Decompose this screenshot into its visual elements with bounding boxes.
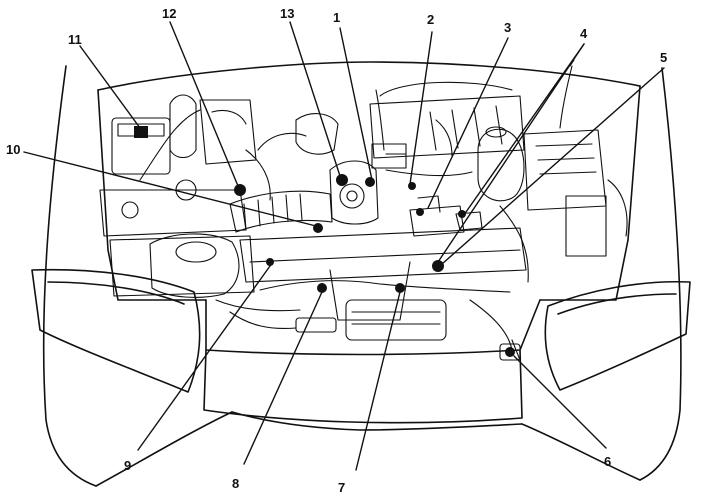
leader-line-3 bbox=[427, 37, 509, 209]
sensor-marker-1 bbox=[365, 177, 375, 187]
sensor-marker-8 bbox=[317, 283, 327, 293]
callout-label-6: 6 bbox=[604, 454, 611, 469]
leader-line-1 bbox=[339, 27, 373, 181]
leader-line-2 bbox=[409, 31, 433, 185]
sensor-marker-2 bbox=[408, 182, 416, 190]
leader-line-12 bbox=[169, 21, 239, 187]
sensor-marker-9 bbox=[266, 258, 274, 266]
sensor-marker-4 bbox=[458, 210, 466, 218]
callout-label-5: 5 bbox=[660, 50, 667, 65]
callout-labels: 1 2 3 4 5 6 7 8 9 10 11 12 13 bbox=[6, 6, 667, 495]
sensor-marker-10 bbox=[313, 223, 323, 233]
callout-label-7: 7 bbox=[338, 480, 345, 495]
leader-line-13 bbox=[289, 21, 341, 177]
callout-label-12: 12 bbox=[162, 6, 176, 21]
headlight-left bbox=[31, 268, 201, 393]
leader-line-6 bbox=[513, 355, 607, 449]
leader-line-4a bbox=[465, 43, 585, 213]
leader-line-9 bbox=[137, 265, 271, 451]
leader-line-4b bbox=[437, 43, 585, 263]
callout-label-11: 11 bbox=[68, 32, 82, 47]
sensor-marker-6 bbox=[505, 347, 515, 357]
sensor-marker-5 bbox=[432, 260, 444, 272]
leader-lines bbox=[23, 21, 665, 471]
callout-label-4: 4 bbox=[580, 26, 588, 41]
callout-label-10: 10 bbox=[6, 142, 20, 157]
callout-label-9: 9 bbox=[124, 458, 131, 473]
sensor-markers bbox=[134, 126, 515, 357]
leader-line-10 bbox=[23, 151, 317, 227]
callout-label-13: 13 bbox=[280, 6, 294, 21]
sensor-marker-7 bbox=[395, 283, 405, 293]
leader-line-5 bbox=[441, 67, 665, 265]
sensor-marker-12 bbox=[234, 184, 246, 196]
leader-line-7 bbox=[355, 291, 401, 471]
sensor-marker-3 bbox=[416, 208, 424, 216]
leader-line-11 bbox=[79, 45, 141, 129]
engine-components bbox=[99, 59, 628, 361]
leader-line-8 bbox=[243, 291, 323, 465]
sensor-marker-13 bbox=[336, 174, 348, 186]
callout-label-3: 3 bbox=[504, 20, 511, 35]
headlight-right bbox=[544, 280, 691, 391]
vehicle-body bbox=[42, 61, 682, 487]
callout-label-2: 2 bbox=[427, 12, 434, 27]
callout-label-8: 8 bbox=[232, 476, 239, 491]
sensor-marker-11 bbox=[134, 126, 148, 138]
callout-label-1: 1 bbox=[333, 10, 340, 25]
